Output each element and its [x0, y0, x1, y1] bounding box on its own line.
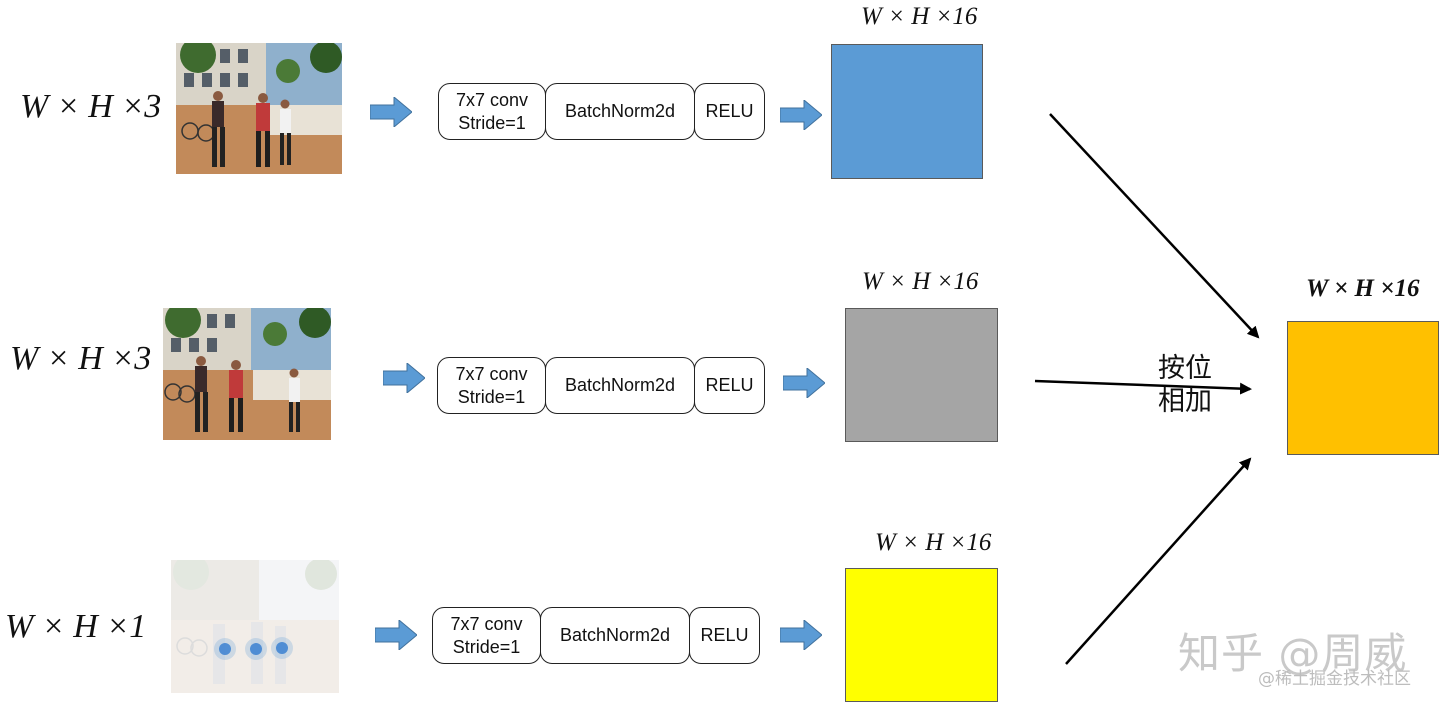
- output-label-row2: W × H ×16: [862, 268, 979, 295]
- relu-label: RELU: [705, 375, 754, 395]
- watermark-sub: @稀土掘金技术社区: [1258, 669, 1411, 689]
- arrow-out-row1: [780, 100, 822, 130]
- conv-stride-label: Stride=1: [458, 112, 526, 133]
- arrow-out-row2: [783, 368, 825, 398]
- arrow-in-row3: [375, 620, 417, 650]
- input-label-row2: W × H ×3: [10, 340, 152, 377]
- relu-block-row2: RELU: [694, 357, 765, 414]
- batchnorm-block-row1: BatchNorm2d: [545, 83, 695, 140]
- conv-stride-label: Stride=1: [452, 636, 521, 657]
- merge-arrow-top: [1049, 113, 1260, 339]
- input-label-row3: W × H ×1: [5, 608, 147, 645]
- relu-block-row1: RELU: [694, 83, 765, 140]
- conv-kernel-label: 7x7 conv: [455, 363, 528, 384]
- final-feature-map: [1287, 321, 1439, 455]
- output-label-row1: W × H ×16: [861, 3, 978, 30]
- feature-map-row3: [845, 568, 998, 702]
- conv-kernel-label: 7x7 conv: [450, 613, 523, 634]
- relu-block-row3: RELU: [689, 607, 760, 664]
- watermark-main: 知乎 @周威: [1178, 629, 1408, 678]
- relu-label: RELU: [705, 101, 754, 121]
- batchnorm-label: BatchNorm2d: [564, 101, 676, 121]
- output-label-row3: W × H ×16: [875, 529, 992, 556]
- input-image-row1: [176, 43, 342, 174]
- merge-arrow-bottom: [1065, 457, 1252, 665]
- batchnorm-block-row2: BatchNorm2d: [545, 357, 695, 414]
- merge-label-line1: 按位: [1158, 353, 1212, 384]
- merge-label-line2: 相加: [1158, 386, 1212, 417]
- arrow-in-row2: [383, 363, 425, 393]
- relu-label: RELU: [700, 625, 749, 645]
- merge-label: 按位 相加: [1158, 352, 1212, 418]
- conv-kernel-label: 7x7 conv: [455, 89, 529, 110]
- conv-stride-label: Stride=1: [457, 386, 526, 407]
- batchnorm-label: BatchNorm2d: [564, 375, 676, 395]
- final-output-label: W × H ×16: [1306, 275, 1420, 302]
- input-image-row2: [163, 308, 331, 440]
- feature-map-row2: [845, 308, 998, 442]
- arrow-in-row1: [370, 97, 412, 127]
- input-image-row3: [171, 560, 339, 693]
- merge-arrow-middle: [1034, 379, 1252, 395]
- feature-map-row1: [831, 44, 983, 179]
- arrow-out-row3: [780, 620, 822, 650]
- batchnorm-label: BatchNorm2d: [559, 625, 671, 645]
- input-label-row1: W × H ×3: [20, 88, 162, 125]
- batchnorm-block-row3: BatchNorm2d: [540, 607, 690, 664]
